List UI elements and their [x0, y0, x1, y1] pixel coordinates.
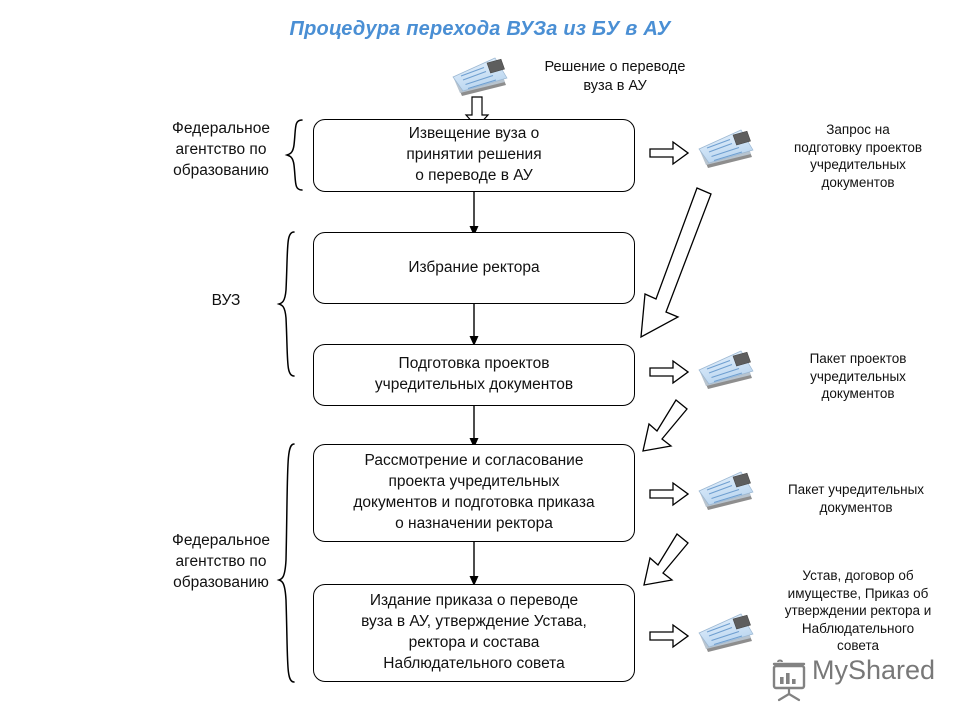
arrow-right-icon: [649, 624, 689, 648]
arrow-right-icon: [649, 482, 689, 506]
documents-stack-icon: [698, 350, 754, 390]
documents-stack-icon: [698, 471, 754, 511]
documents-stack-icon: [698, 129, 754, 169]
watermark: MyShared: [812, 655, 935, 686]
arrow-right-icon: [649, 360, 689, 384]
group-label-university: ВУЗ: [211, 292, 241, 309]
box-rector-election[interactable]: Избрание ректора: [313, 232, 635, 304]
watermark-label: MyShared: [812, 655, 936, 685]
documents-stack-icon: [452, 57, 508, 97]
page-title: Процедура перехода ВУЗа из БУ в АУ: [289, 18, 671, 40]
presentation-chart-icon: [772, 659, 806, 702]
documents-stack-icon: [698, 613, 754, 653]
arrow-right-icon: [649, 141, 689, 165]
